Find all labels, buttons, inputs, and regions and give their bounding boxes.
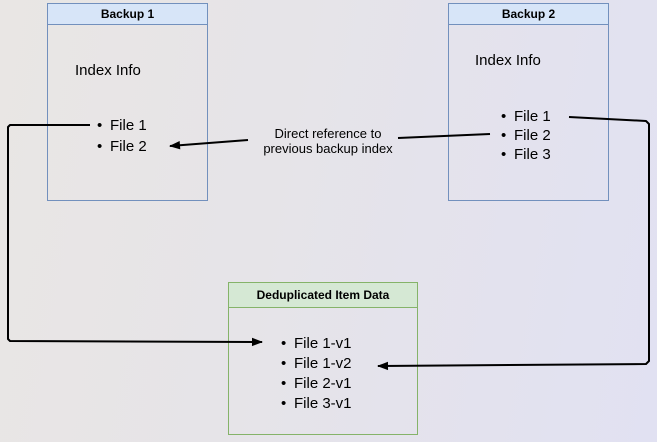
node-backup-2: Backup 2 Index Info File 1File 2File 3: [448, 3, 609, 201]
file-list-item: File 1: [97, 115, 147, 136]
backup-2-file-list: File 1File 2File 3: [501, 107, 551, 164]
node-backup-1: Backup 1 Index Info File 1File 2: [47, 3, 208, 201]
file-list-item: File 1-v1: [281, 334, 352, 354]
file-list-item: File 1: [501, 107, 551, 126]
backup-1-file-list: File 1File 2: [97, 115, 147, 157]
file-list-item: File 2-v1: [281, 374, 352, 394]
node-backup-2-subtitle: Index Info: [475, 52, 541, 69]
file-list-item: File 3: [501, 145, 551, 164]
node-deduplicated-item-data: Deduplicated Item Data File 1-v1File 1-v…: [228, 282, 418, 435]
node-backup-1-title: Backup 1: [48, 4, 207, 25]
dedup-file-list: File 1-v1File 1-v2File 2-v1File 3-v1: [281, 334, 352, 414]
file-list-item: File 2: [97, 136, 147, 157]
node-backup-1-subtitle: Index Info: [75, 62, 141, 79]
file-list-item: File 1-v2: [281, 354, 352, 374]
node-backup-2-title: Backup 2: [449, 4, 608, 25]
edge-label-line-2: previous backup index: [263, 141, 393, 156]
node-dedup-title: Deduplicated Item Data: [229, 283, 417, 308]
file-list-item: File 2: [501, 126, 551, 145]
file-list-item: File 3-v1: [281, 394, 352, 414]
edge-label-direct-reference: Direct reference to previous backup inde…: [243, 126, 413, 156]
edge-label-line-1: Direct reference to: [274, 126, 382, 141]
